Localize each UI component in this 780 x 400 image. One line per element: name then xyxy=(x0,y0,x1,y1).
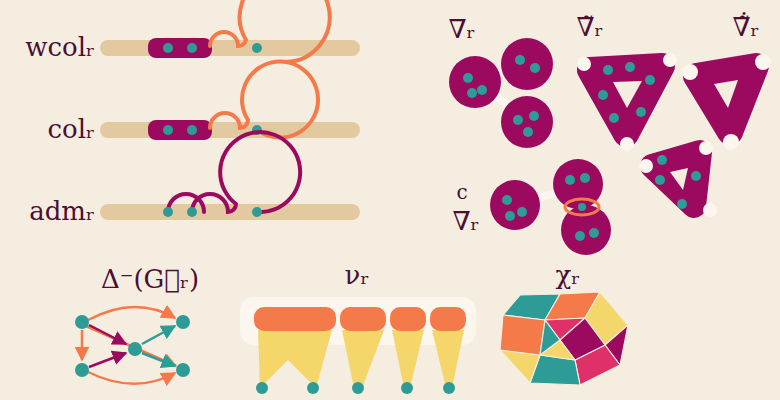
math-label: χᵣ xyxy=(556,261,581,291)
coloured-map xyxy=(500,292,628,385)
math-label: νᵣ xyxy=(345,261,370,291)
wcol-figure xyxy=(100,0,360,62)
math-label: Δ⁻(G⃗ᵣ) xyxy=(101,265,199,295)
directed-graph xyxy=(75,307,190,384)
math-label: admᵣ xyxy=(29,197,95,227)
dot-tilde-triangle xyxy=(682,54,771,150)
math-label: ∇̃̇ᵣ xyxy=(732,13,759,43)
math-label: colᵣ xyxy=(47,115,95,145)
math-label: ∇̃ᵣ xyxy=(576,13,603,43)
c-nabla-figure xyxy=(490,141,717,255)
nabla-balls xyxy=(449,38,553,148)
math-label: wcolᵣ xyxy=(25,33,95,63)
math-label: ∇ᵣ xyxy=(448,15,475,45)
nu-figure xyxy=(240,297,476,394)
tilde-triangle xyxy=(577,53,677,151)
col-figure xyxy=(100,62,360,140)
math-label: c xyxy=(456,181,467,204)
adm-figure xyxy=(100,132,360,220)
math-label: ∇ᵣ xyxy=(452,207,479,237)
